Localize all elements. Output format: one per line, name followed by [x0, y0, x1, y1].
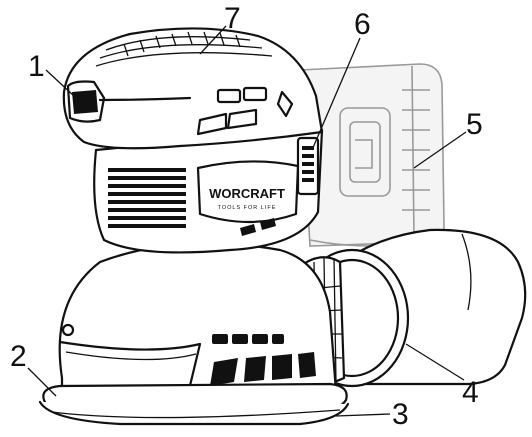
callout-number: 5: [466, 108, 483, 141]
brand-tagline: TOOLS FOR LIFE: [218, 205, 277, 211]
motor-body: WORCRAFT TOOLS FOR LIFE: [93, 128, 324, 254]
callout-number: 3: [392, 398, 409, 431]
left-grip: [66, 80, 106, 123]
base-housing: [58, 242, 338, 404]
callout-2: 2: [10, 340, 57, 397]
callout-number: 4: [462, 376, 479, 409]
callout-number: 1: [28, 50, 45, 83]
base-vents: [210, 334, 316, 386]
sanding-paper: [38, 400, 350, 426]
speed-buttons: [196, 86, 294, 136]
callout-7: 7: [199, 2, 241, 55]
callout-3: 3: [335, 398, 409, 431]
ribbed-grip: [108, 168, 186, 228]
callout-4: 4: [405, 343, 479, 409]
callout-5: 5: [413, 108, 483, 169]
callout-number: 7: [224, 2, 241, 35]
callout-number: 2: [10, 340, 27, 373]
callout-1: 1: [28, 50, 75, 97]
brand-logo: WORCRAFT: [209, 186, 285, 201]
on-off-switch: [296, 136, 320, 196]
top-grip: [62, 27, 324, 150]
callout-6: 6: [311, 8, 371, 151]
callout-number: 6: [354, 8, 371, 41]
